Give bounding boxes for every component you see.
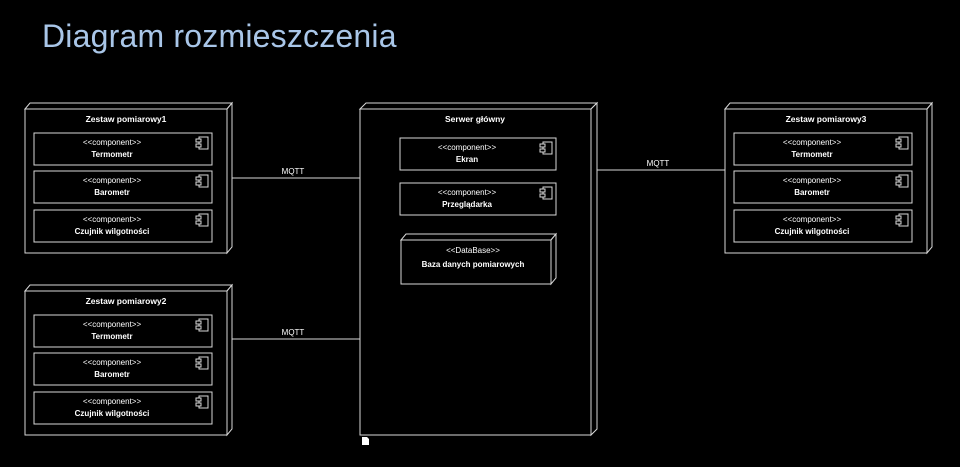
- component-stereotype: <<component>>: [783, 176, 842, 185]
- component-icon: [895, 174, 909, 188]
- component-icon: [195, 318, 209, 332]
- node-label: Zestaw pomiarowy2: [86, 296, 167, 306]
- component-stereotype: <<component>>: [438, 188, 497, 197]
- component-stereotype: <<component>>: [83, 397, 142, 406]
- component-termometr[interactable]: <<component>> Termometr: [33, 132, 213, 166]
- component-icon: [195, 395, 209, 409]
- component-icon: [539, 186, 553, 200]
- component-stereotype: <<component>>: [83, 320, 142, 329]
- component-czujnik-wilgotnosci[interactable]: <<component>> Czujnik wilgotności: [733, 209, 913, 243]
- connection-label: MQTT: [647, 159, 670, 168]
- component-termometr[interactable]: <<component>> Termometr: [733, 132, 913, 166]
- connection-label: MQTT: [282, 167, 305, 176]
- node-zestaw-pomiarowy-1[interactable]: Zestaw pomiarowy1 <<component>> Termomet…: [23, 101, 234, 255]
- component-name: Termometr: [791, 150, 832, 159]
- node-serwer-glowny[interactable]: Serwer główny <<component>> Ekran <<comp…: [358, 101, 599, 437]
- component-przegladarka[interactable]: <<component>> Przeglądarka: [399, 182, 557, 216]
- note-icon: [362, 437, 369, 445]
- component-barometr[interactable]: <<component>> Barometr: [33, 352, 213, 386]
- component-stereotype: <<component>>: [438, 143, 497, 152]
- component-name: Barometr: [94, 188, 130, 197]
- component-icon: [195, 174, 209, 188]
- component-name: Barometr: [94, 370, 130, 379]
- component-barometr[interactable]: <<component>> Barometr: [33, 170, 213, 204]
- component-icon: [195, 356, 209, 370]
- component-name: Czujnik wilgotności: [75, 409, 150, 418]
- node-label: Serwer główny: [445, 114, 505, 124]
- component-name: Ekran: [456, 155, 478, 164]
- database-stereotype: <<DataBase>>: [446, 246, 500, 255]
- component-icon: [895, 213, 909, 227]
- connection-mqtt-1: MQTT: [232, 167, 360, 179]
- component-czujnik-wilgotnosci[interactable]: <<component>> Czujnik wilgotności: [33, 209, 213, 243]
- component-name: Termometr: [91, 332, 132, 341]
- node-label: Zestaw pomiarowy3: [786, 114, 867, 124]
- connection-mqtt-3: MQTT: [597, 159, 725, 171]
- component-termometr[interactable]: <<component>> Termometr: [33, 314, 213, 348]
- database-name: Baza danych pomiarowych: [422, 260, 525, 269]
- component-barometr[interactable]: <<component>> Barometr: [733, 170, 913, 204]
- component-stereotype: <<component>>: [83, 215, 142, 224]
- component-ekran[interactable]: <<component>> Ekran: [399, 137, 557, 171]
- database-baza-danych[interactable]: <<DataBase>> Baza danych pomiarowych: [399, 232, 558, 286]
- component-stereotype: <<component>>: [83, 138, 142, 147]
- component-name: Czujnik wilgotności: [775, 227, 850, 236]
- component-icon: [539, 141, 553, 155]
- component-czujnik-wilgotnosci[interactable]: <<component>> Czujnik wilgotności: [33, 391, 213, 425]
- component-icon: [895, 136, 909, 150]
- node-zestaw-pomiarowy-2[interactable]: Zestaw pomiarowy2 <<component>> Termomet…: [23, 283, 234, 437]
- component-name: Termometr: [91, 150, 132, 159]
- component-stereotype: <<component>>: [783, 138, 842, 147]
- component-name: Czujnik wilgotności: [75, 227, 150, 236]
- connection-label: MQTT: [282, 328, 305, 337]
- component-stereotype: <<component>>: [783, 215, 842, 224]
- component-name: Barometr: [794, 188, 830, 197]
- component-icon: [195, 213, 209, 227]
- component-name: Przeglądarka: [442, 200, 492, 209]
- component-stereotype: <<component>>: [83, 176, 142, 185]
- node-zestaw-pomiarowy-3[interactable]: Zestaw pomiarowy3 <<component>> Termomet…: [723, 101, 934, 255]
- component-stereotype: <<component>>: [83, 358, 142, 367]
- node-label: Zestaw pomiarowy1: [86, 114, 167, 124]
- page-title: Diagram rozmieszczenia: [42, 18, 397, 54]
- component-icon: [195, 136, 209, 150]
- connection-mqtt-2: MQTT: [232, 328, 360, 340]
